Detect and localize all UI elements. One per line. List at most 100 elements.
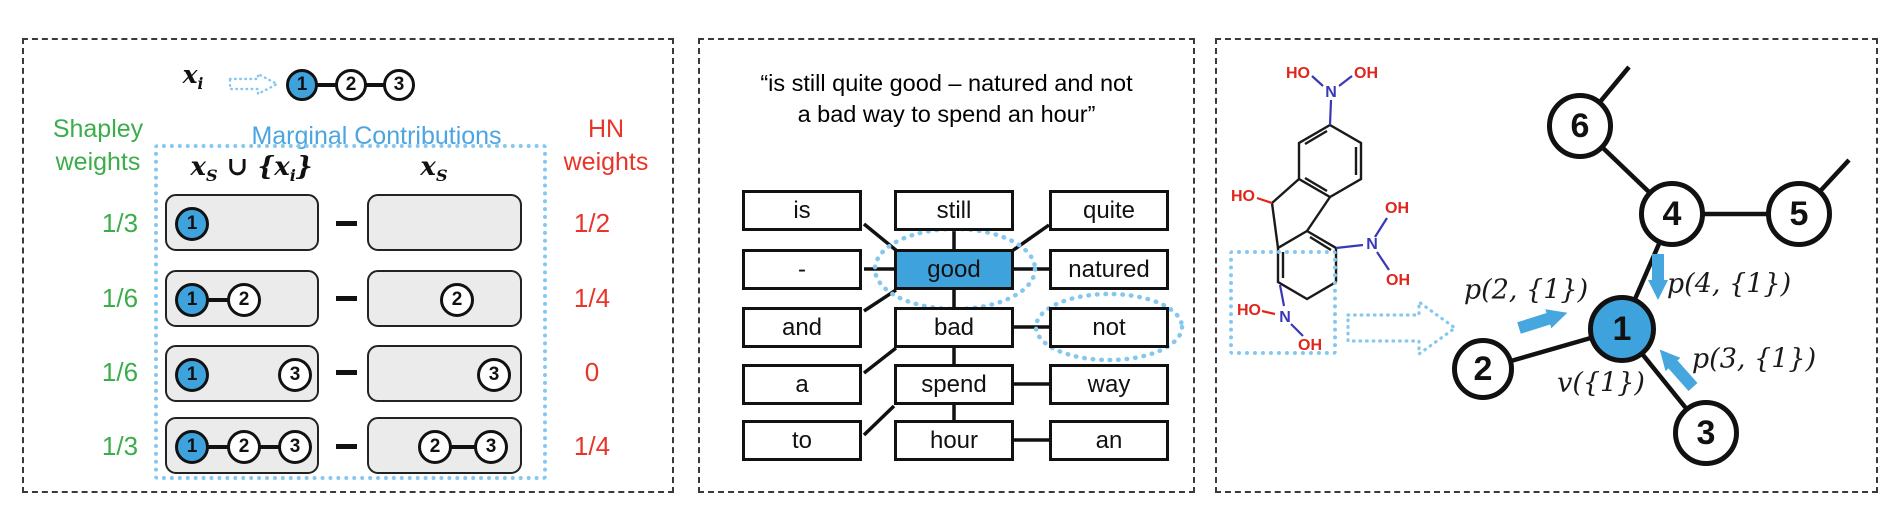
- annotation-v: v({1}): [1557, 367, 1645, 399]
- graph-node-1: 1: [1588, 295, 1656, 363]
- graph-node-2: 2: [1452, 338, 1514, 400]
- atom-label-n-right: N: [1366, 236, 1378, 253]
- atom-label-ho-top: HO: [1286, 65, 1310, 82]
- panel-molecule-graph: HO OH N HO OH N OH HO N OH: [1215, 38, 1878, 493]
- shapley-weight-row1: 1/3: [101, 208, 139, 238]
- header-subset-with-xi: xS ∪ {xi}: [190, 152, 313, 186]
- edge-to-spend: [862, 404, 896, 437]
- header-subset-without-xi: xS: [420, 152, 448, 186]
- molecule-structure: HO OH N HO OH N OH HO N OH: [1231, 65, 1410, 354]
- word-box-natured: natured: [1049, 249, 1169, 290]
- graph-edges: [1482, 65, 1851, 435]
- graph-edge-1-2: [192, 298, 244, 302]
- edge-quite-good: [1010, 223, 1051, 253]
- highlight-ellipse-not: [1033, 291, 1185, 363]
- minus-sign: [336, 221, 357, 226]
- word-box-hour: hour: [894, 420, 1014, 461]
- word-box-good: good: [894, 249, 1014, 290]
- graph-node-3: 3: [278, 430, 312, 464]
- minus-sign: [336, 296, 357, 301]
- graph-node-2: 2: [227, 430, 261, 464]
- shapley-weight-row4: 1/3: [101, 431, 139, 461]
- graph-node-3: 3: [477, 358, 511, 392]
- atom-label-oh-top: OH: [1354, 65, 1378, 82]
- subset-with-box-row3: 1 3: [165, 345, 319, 402]
- word-box-an: an: [1049, 420, 1169, 461]
- atom-label-n-top: N: [1325, 84, 1337, 101]
- graph-node-3: 3: [474, 430, 508, 464]
- graph-node-4: 4: [1639, 181, 1705, 247]
- hn-weight-row2: 1/4: [573, 283, 611, 313]
- word-box-to: to: [742, 420, 862, 461]
- word-box-and: and: [742, 307, 862, 348]
- graph-node-3: 3: [278, 358, 312, 392]
- shapley-weights-title: Shapley weights: [52, 115, 144, 176]
- feature-label: xi: [182, 60, 204, 93]
- subset-with-box-row1: 1: [165, 194, 319, 251]
- minus-sign: [336, 370, 357, 375]
- graph-node-6: 6: [1547, 93, 1613, 159]
- graph-node-2: 2: [440, 283, 474, 317]
- marginal-contributions-box: [154, 144, 547, 480]
- graph-node-1: 1: [175, 207, 209, 241]
- atom-label-n-bottom: N: [1279, 309, 1291, 326]
- atom-labels: HO OH N HO OH N OH HO N OH: [1231, 65, 1410, 354]
- node-edges: [1482, 65, 1851, 435]
- word-box-dash: -: [742, 249, 862, 290]
- graph-node-5: 5: [1766, 181, 1832, 247]
- graph-node-1: 1: [175, 283, 209, 317]
- panel-shapley-weights: xi 1 2 3 Shapley weights Marginal Contri…: [22, 38, 674, 493]
- word-box-is: is: [742, 190, 862, 231]
- word-box-spend: spend: [894, 364, 1014, 405]
- atom-label-ho-bottom: HO: [1237, 302, 1261, 319]
- nitrogen-bonds: [1278, 75, 1390, 337]
- word-box-not: not: [1049, 307, 1169, 348]
- chain-node-3: 3: [383, 69, 415, 101]
- atom-label-ho-c9: HO: [1231, 188, 1255, 205]
- subset-with-box-row2: 1 2: [165, 270, 319, 327]
- annotation-p2: p(2, {1}): [1463, 274, 1589, 306]
- graph-node-1: 1: [175, 430, 209, 464]
- graph-node-3: 3: [1673, 400, 1739, 466]
- word-box-still: still: [894, 190, 1014, 231]
- oxygen-bonds: [1256, 196, 1276, 316]
- atom-label-oh-right-up: OH: [1385, 200, 1409, 217]
- graph-node-2: 2: [418, 430, 452, 464]
- graph-node-2: 2: [227, 283, 261, 317]
- minus-sign: [336, 444, 357, 449]
- word-box-way: way: [1049, 364, 1169, 405]
- panel-sentence-graph: “is still quite good – natured and not a…: [698, 38, 1195, 493]
- message-arrows: [1517, 254, 1698, 391]
- hn-weight-row3: 0: [584, 357, 600, 387]
- subset-with-box-row4: 1 2 3: [165, 417, 319, 474]
- hn-weights-title: HN weights: [563, 115, 649, 176]
- arrow-p2-icon: [1517, 309, 1568, 334]
- carbon-bonds: [1270, 123, 1363, 301]
- chain-node-1: 1: [286, 69, 318, 101]
- word-box-bad: bad: [894, 307, 1014, 348]
- shapley-weight-row3: 1/6: [101, 357, 139, 387]
- quote-line-1: “is still quite good – natured and not: [760, 70, 1133, 96]
- hn-weight-row1: 1/2: [573, 208, 611, 238]
- annotation-p3: p(3, {1}): [1691, 343, 1817, 375]
- arrow-p3-icon: [1659, 349, 1698, 391]
- word-box-a: a: [742, 364, 862, 405]
- edge-is-good: [862, 222, 899, 253]
- substructure-selection-box: [1229, 250, 1337, 355]
- subset-without-box-row1: [367, 194, 522, 251]
- atom-label-oh-right-dn: OH: [1386, 272, 1410, 289]
- hn-weight-row4: 1/4: [573, 431, 611, 461]
- graph-edge-2-3: [435, 445, 491, 449]
- dotted-block-arrow-icon: [1346, 298, 1458, 358]
- quote-line-2: a bad way to spend an hour”: [797, 101, 1096, 127]
- subset-without-box-row3: 3: [367, 345, 522, 402]
- subset-without-box-row2: 2: [367, 270, 522, 327]
- edge-a-bad: [862, 346, 898, 375]
- graph-node-1: 1: [175, 358, 209, 392]
- shapley-weight-row2: 1/6: [101, 283, 139, 313]
- subset-without-box-row4: 2 3: [367, 417, 522, 474]
- dotted-arrow-icon: [228, 72, 280, 96]
- word-box-quite: quite: [1049, 190, 1169, 231]
- atom-label-oh-bottom: OH: [1298, 337, 1322, 354]
